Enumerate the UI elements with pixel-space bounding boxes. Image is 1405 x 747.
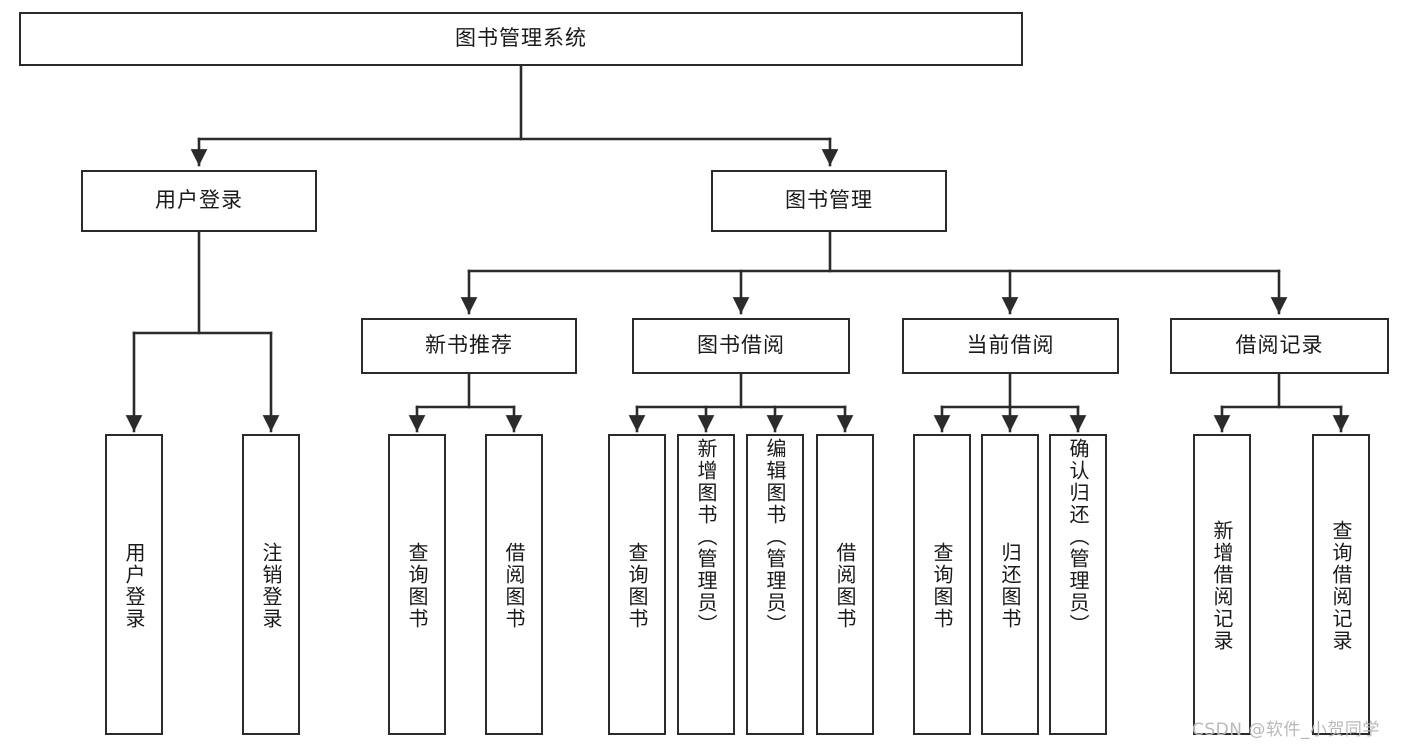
node-leaf-borrow-book-2-label: 借阅图书 [833,541,857,630]
node-current-borrow-label: 当前借阅 [966,333,1055,358]
csdn-watermark: CSDN @软件_小贺同学 [1192,720,1380,740]
node-leaf-return-book[interactable]: 归还图书 [981,434,1039,735]
node-borrow-record-label: 借阅记录 [1235,333,1324,358]
node-leaf-user-login-label: 用户登录 [122,541,146,630]
node-current-borrow[interactable]: 当前借阅 [902,318,1119,374]
node-root[interactable]: 图书管理系统 [19,12,1023,66]
node-leaf-return-book-label: 归还图书 [998,541,1022,630]
node-leaf-query-record-label: 查询借阅记录 [1329,519,1353,652]
node-leaf-add-book-label: 新增图书（管理员） [694,438,718,636]
node-leaf-confirm-return[interactable]: 确认归还（管理员） [1049,434,1107,735]
node-leaf-add-record-label: 新增借阅记录 [1210,519,1234,652]
node-leaf-query-book-1-label: 查询图书 [405,541,429,630]
node-leaf-query-book-2-label: 查询图书 [625,541,649,630]
node-leaf-query-book-3[interactable]: 查询图书 [913,434,971,735]
node-new-book-rec[interactable]: 新书推荐 [361,318,577,374]
node-leaf-query-book-2[interactable]: 查询图书 [608,434,666,735]
node-leaf-add-record[interactable]: 新增借阅记录 [1193,434,1251,735]
node-leaf-user-login[interactable]: 用户登录 [105,434,163,735]
node-leaf-logout[interactable]: 注销登录 [242,434,300,735]
node-leaf-borrow-book-1[interactable]: 借阅图书 [485,434,543,735]
node-leaf-query-book-1[interactable]: 查询图书 [388,434,446,735]
node-leaf-logout-label: 注销登录 [259,541,283,630]
node-user-login[interactable]: 用户登录 [81,170,317,232]
node-root-label: 图书管理系统 [455,26,587,51]
node-new-book-rec-label: 新书推荐 [425,333,513,358]
node-book-manage[interactable]: 图书管理 [711,170,947,232]
node-book-borrow[interactable]: 图书借阅 [632,318,850,374]
node-leaf-query-book-3-label: 查询图书 [930,541,954,630]
node-leaf-edit-book-label: 编辑图书（管理员） [763,438,787,636]
node-leaf-add-book[interactable]: 新增图书（管理员） [677,434,735,735]
node-book-manage-label: 图书管理 [785,188,873,213]
node-borrow-record[interactable]: 借阅记录 [1170,318,1389,374]
node-leaf-borrow-book-2[interactable]: 借阅图书 [816,434,874,735]
node-leaf-borrow-book-1-label: 借阅图书 [502,541,526,630]
node-leaf-confirm-return-label: 确认归还（管理员） [1066,438,1090,636]
node-leaf-edit-book[interactable]: 编辑图书（管理员） [746,434,804,735]
node-user-login-label: 用户登录 [155,188,243,213]
node-book-borrow-label: 图书借阅 [697,333,785,358]
node-leaf-query-record[interactable]: 查询借阅记录 [1312,434,1370,735]
